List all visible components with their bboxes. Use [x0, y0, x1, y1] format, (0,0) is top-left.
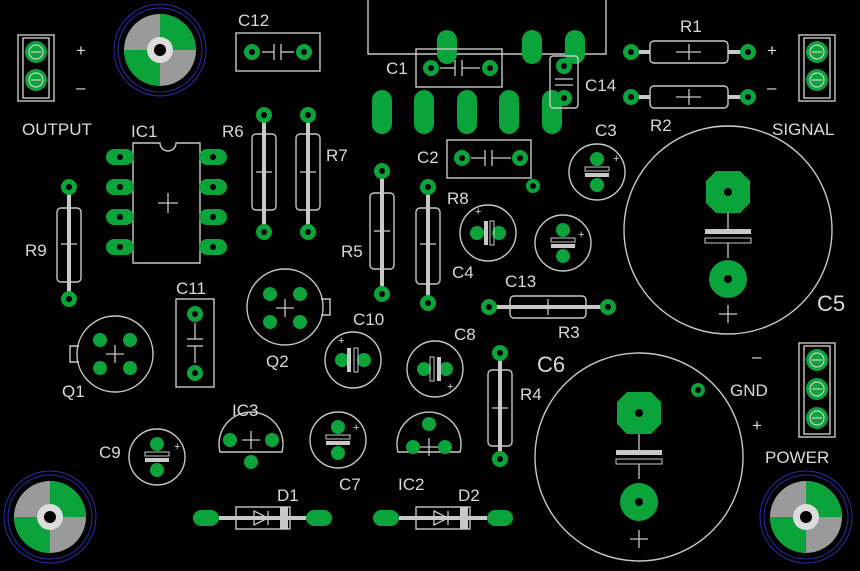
gnd-via-hole — [695, 387, 701, 393]
terminal-signal — [798, 34, 836, 102]
resistor-r9 — [56, 179, 82, 307]
c7-label: C7 — [339, 475, 361, 494]
c1-label: C1 — [386, 59, 408, 78]
resistor-r8 — [415, 179, 441, 311]
c11-label: C11 — [176, 279, 206, 298]
output-label: OUTPUT — [22, 120, 92, 139]
diode-d2 — [373, 506, 513, 530]
power-plus-label: + — [752, 416, 762, 435]
c4-label: C4 — [452, 263, 474, 282]
diode-d1 — [193, 506, 332, 530]
r2-label: R2 — [650, 116, 672, 135]
ic1-dip8 — [106, 142, 227, 264]
capacitor-c3: + — [568, 143, 626, 201]
resistor-r3 — [481, 295, 616, 319]
trimmer-pads — [372, 30, 585, 134]
d2-label: D2 — [458, 486, 480, 505]
svg-text:+: + — [338, 335, 344, 347]
output-minus-label: – — [76, 78, 86, 97]
mounting-hole-bottom-left — [3, 470, 97, 564]
resistor-r1 — [623, 40, 756, 64]
capacitor-c14 — [549, 55, 579, 109]
svg-text:+: + — [613, 153, 619, 165]
output-plus-label: + — [76, 41, 86, 60]
signal-label: SIGNAL — [772, 120, 834, 139]
c3-label: C3 — [595, 121, 617, 140]
capacitor-c1 — [415, 48, 503, 88]
power-minus-label: – — [752, 347, 762, 366]
capacitor-c10: + — [324, 331, 382, 389]
transistor-q1 — [69, 315, 154, 393]
c6-label: C6 — [537, 352, 565, 377]
svg-text:+: + — [578, 229, 584, 241]
ic3-to92 — [218, 411, 284, 469]
board-cutout — [367, 0, 607, 55]
signal-plus-label: + — [767, 41, 777, 60]
r3-label: R3 — [558, 323, 580, 342]
ic1-label: IC1 — [131, 122, 157, 141]
mounting-hole-bottom-right — [759, 470, 853, 564]
resistor-r5 — [369, 163, 395, 302]
mounting-hole-top-left — [113, 3, 207, 97]
c13-label: C13 — [505, 272, 536, 291]
resistor-r7 — [295, 107, 321, 240]
c12-label: C12 — [238, 11, 269, 30]
q2-label: Q2 — [266, 352, 289, 371]
capacitor-c13: + — [534, 214, 592, 272]
c2-label: C2 — [417, 148, 439, 167]
ic2-label: IC2 — [398, 475, 424, 494]
capacitor-c5 — [623, 125, 833, 335]
capacitor-c7: + — [309, 411, 367, 469]
q1-label: Q1 — [62, 382, 85, 401]
r9-label: R9 — [25, 241, 47, 260]
ic2-to92 — [396, 411, 462, 456]
capacitor-c4: + — [459, 204, 517, 262]
svg-text:+: + — [447, 381, 453, 393]
power-label: POWER — [765, 448, 829, 467]
d1-label: D1 — [277, 486, 299, 505]
c10-label: C10 — [353, 310, 384, 329]
capacitor-c6 — [534, 352, 744, 562]
r5-label: R5 — [341, 242, 363, 261]
c14-label: C14 — [585, 76, 616, 95]
svg-text:+: + — [174, 441, 180, 453]
capacitor-c12 — [235, 32, 321, 72]
resistor-r2 — [623, 85, 756, 109]
capacitor-c8: + — [406, 340, 464, 398]
transistor-q2 — [246, 268, 331, 346]
terminal-power — [798, 342, 836, 438]
gnd-label: GND — [730, 381, 768, 400]
c5-label: C5 — [817, 291, 845, 316]
r1-label: R1 — [680, 17, 702, 36]
via-hole — [530, 183, 536, 189]
svg-text:+: + — [353, 422, 359, 434]
r7-label: R7 — [326, 146, 348, 165]
resistor-r4 — [487, 345, 513, 467]
resistor-r6 — [251, 107, 277, 240]
terminal-output — [17, 34, 55, 102]
ic3-label: IC3 — [232, 401, 258, 420]
signal-minus-label: – — [767, 78, 777, 97]
capacitor-c11 — [175, 298, 215, 388]
r6-label: R6 — [222, 122, 244, 141]
r4-label: R4 — [520, 385, 542, 404]
capacitor-c9: + — [128, 428, 186, 486]
c9-label: C9 — [99, 443, 121, 462]
capacitor-c2 — [446, 139, 532, 179]
r8-label: R8 — [447, 189, 469, 208]
c8-label: C8 — [454, 325, 476, 344]
svg-text:+: + — [475, 206, 481, 218]
